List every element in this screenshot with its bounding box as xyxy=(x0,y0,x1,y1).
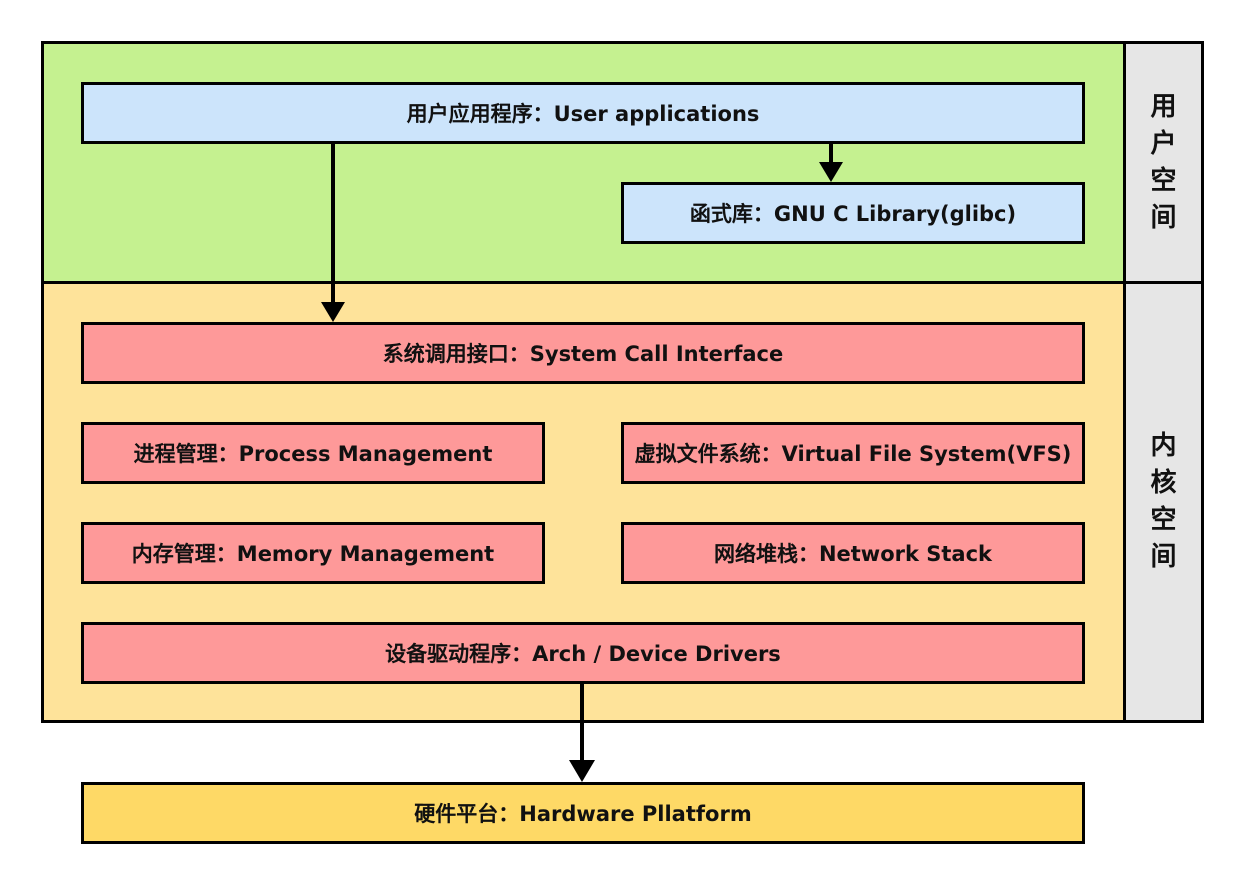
hardware-platform-box: 硬件平台：Hardware Pllatform xyxy=(81,782,1085,844)
process-management-label: 进程管理：Process Management xyxy=(133,442,493,466)
glibc-box: 函式库：GNU C Library(glibc) xyxy=(621,182,1085,244)
memory-management-label: 内存管理：Memory Management xyxy=(131,542,495,566)
kernel-space-label: 内核空间 xyxy=(1123,281,1204,723)
user-space-label: 用户空间 xyxy=(1123,41,1204,284)
system-call-interface-box: 系统调用接口：System Call Interface xyxy=(81,322,1085,384)
network-stack-label: 网络堆栈：Network Stack xyxy=(713,542,993,566)
user-space-label-text: 用户空间 xyxy=(1150,91,1177,233)
kernel-space-label-text: 内核空间 xyxy=(1150,431,1177,572)
memory-management-box: 内存管理：Memory Management xyxy=(81,522,545,584)
glibc-label: 函式库：GNU C Library(glibc) xyxy=(689,202,1017,226)
user-space-region xyxy=(41,41,1126,284)
device-drivers-label: 设备驱动程序：Arch / Device Drivers xyxy=(385,642,781,666)
vfs-label: 虚拟文件系统：Virtual File System(VFS) xyxy=(634,442,1072,466)
vfs-box: 虚拟文件系统：Virtual File System(VFS) xyxy=(621,422,1085,484)
system-call-interface-label: 系统调用接口：System Call Interface xyxy=(382,342,784,366)
hardware-platform-label: 硬件平台：Hardware Pllatform xyxy=(414,802,752,826)
device-drivers-box: 设备驱动程序：Arch / Device Drivers xyxy=(81,622,1085,684)
process-management-box: 进程管理：Process Management xyxy=(81,422,545,484)
network-stack-box: 网络堆栈：Network Stack xyxy=(621,522,1085,584)
user-applications-label: 用户应用程序：User applications xyxy=(406,102,760,126)
user-applications-box: 用户应用程序：User applications xyxy=(81,82,1085,144)
